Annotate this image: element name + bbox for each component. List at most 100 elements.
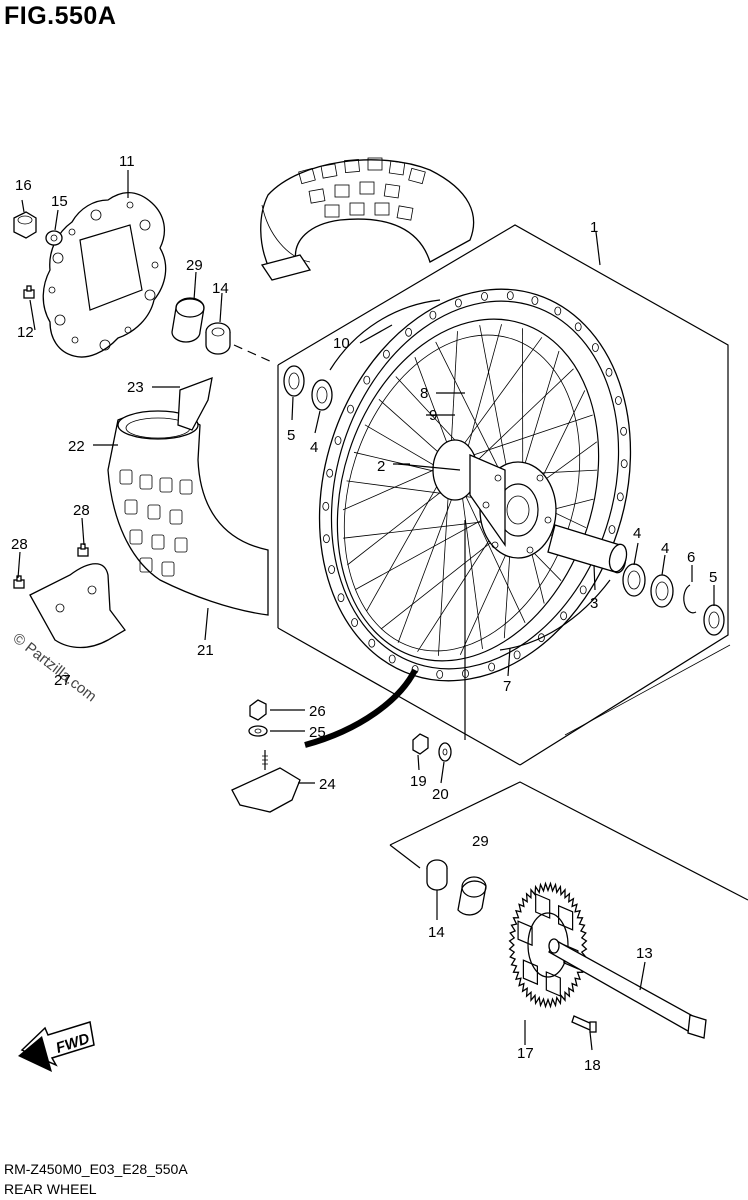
rear-sprocket: [508, 881, 588, 1009]
wheel-hub: [432, 439, 557, 559]
spoke-nipple: [436, 670, 444, 679]
disc-guard: [29, 563, 126, 649]
spoke-nipple: [337, 593, 345, 603]
callout-17: 17: [517, 1045, 534, 1062]
bearing-left: [311, 379, 333, 411]
rim-band: [499, 579, 611, 651]
callout-7: 7: [503, 678, 511, 695]
callout-29-bottom: 29: [472, 833, 489, 850]
bearing-right-inner: [650, 574, 674, 608]
callout-5-right: 5: [709, 569, 717, 586]
wheel-collar-left: [171, 297, 205, 343]
callout-29-top: 29: [186, 257, 203, 274]
spoke-nipple: [620, 426, 627, 436]
spoke-nipple: [322, 534, 330, 544]
callout-5-left: 5: [287, 427, 295, 444]
sprocket-center-bore: [527, 912, 569, 978]
callout-3: 3: [590, 595, 598, 612]
spoke-nipple: [481, 291, 488, 301]
rim-lock: [231, 750, 301, 813]
tube-flap: [177, 376, 213, 431]
rear-tire-cutaway: [260, 157, 475, 281]
spoke-nipple: [506, 291, 514, 301]
callout-19: 19: [410, 773, 427, 790]
spoke-nipple: [347, 404, 354, 414]
callout-18: 18: [584, 1057, 601, 1074]
spoke-nipple: [363, 375, 371, 385]
spoke-nipple: [560, 611, 567, 621]
guard-bolt-a: [13, 575, 25, 589]
spoke-nipple: [322, 501, 330, 511]
callout-28-left: 28: [11, 536, 28, 553]
callout-12: 12: [17, 324, 34, 341]
spoke: [449, 337, 543, 464]
rear-axle: [548, 938, 707, 1039]
callout-1: 1: [590, 219, 598, 236]
spoke: [397, 477, 461, 643]
sprocket-lightening-hole: [558, 904, 574, 931]
callout-14-top: 14: [212, 280, 229, 297]
callout-16: 16: [15, 177, 32, 194]
sprocket-lightening-hole: [522, 959, 538, 986]
spoke-nipple: [326, 468, 334, 478]
spoke-nipple: [328, 565, 336, 574]
rim-lock-nut: [249, 699, 267, 721]
callout-15: 15: [51, 193, 68, 210]
callout-6: 6: [687, 549, 695, 566]
spoke-nipple: [579, 585, 587, 595]
spoke-nipple: [620, 459, 628, 469]
sprocket-lightening-hole: [535, 893, 551, 919]
lower-tire-section: [107, 376, 269, 616]
spoke-nipple: [608, 525, 616, 534]
spoke-nipple: [382, 349, 390, 359]
leader-lines: [17, 170, 715, 1051]
spoke-nipples: [322, 291, 628, 679]
callout-27: 27: [54, 672, 71, 689]
circlip: [683, 584, 697, 614]
callout-13: 13: [636, 945, 653, 962]
callout-4-right-outer: 4: [633, 525, 641, 542]
disc-bolt: [23, 285, 35, 299]
callout-4-left: 4: [310, 439, 318, 456]
callout-14-bottom: 14: [428, 924, 445, 941]
spoke-nipple: [388, 654, 396, 664]
callout-20: 20: [432, 786, 449, 803]
brake-disc: [42, 192, 167, 358]
sprocket-teeth: [508, 881, 588, 1009]
spoke-nipple: [538, 633, 545, 643]
figure-code: RM-Z450M0_E03_E28_550A: [4, 1161, 188, 1177]
guard-bolt-b: [77, 543, 89, 557]
valve-washer: [438, 742, 452, 762]
sprocket-lightening-hole: [545, 971, 561, 997]
rim-lock-location-arrow: [304, 668, 418, 748]
axle-spacer: [547, 524, 628, 574]
sprocket-lightening-hole: [517, 920, 533, 947]
assembly-guide-line: [233, 344, 273, 363]
spoke: [366, 462, 451, 612]
figure-name: REAR WHEEL: [4, 1181, 97, 1197]
spoke: [459, 477, 483, 649]
spoke-nipple: [605, 367, 613, 377]
spoke-nipple: [334, 436, 342, 445]
callout-10: 10: [333, 335, 350, 352]
callout-26: 26: [309, 703, 326, 720]
spoke-nipple: [405, 327, 413, 337]
callout-25: 25: [309, 724, 326, 741]
spoke-nipple: [592, 343, 599, 352]
rim-lock-washer: [248, 725, 268, 737]
disc-nut: [13, 211, 37, 239]
spoke-nipple: [554, 306, 562, 316]
valve-nut: [412, 733, 429, 755]
wheel-spacer-left: [205, 322, 231, 355]
oil-seal-left: [283, 365, 305, 397]
wheel-spacer-right: [426, 859, 448, 891]
spoke-nipple: [488, 662, 496, 672]
oil-seal-right: [703, 604, 725, 636]
sprocket-bolt: [571, 1015, 597, 1033]
callout-24: 24: [319, 776, 336, 793]
spoke-nipple: [368, 638, 376, 648]
spoke-nipple: [574, 322, 582, 332]
spoke-nipple: [351, 618, 359, 627]
callout-9: 9: [429, 407, 437, 424]
